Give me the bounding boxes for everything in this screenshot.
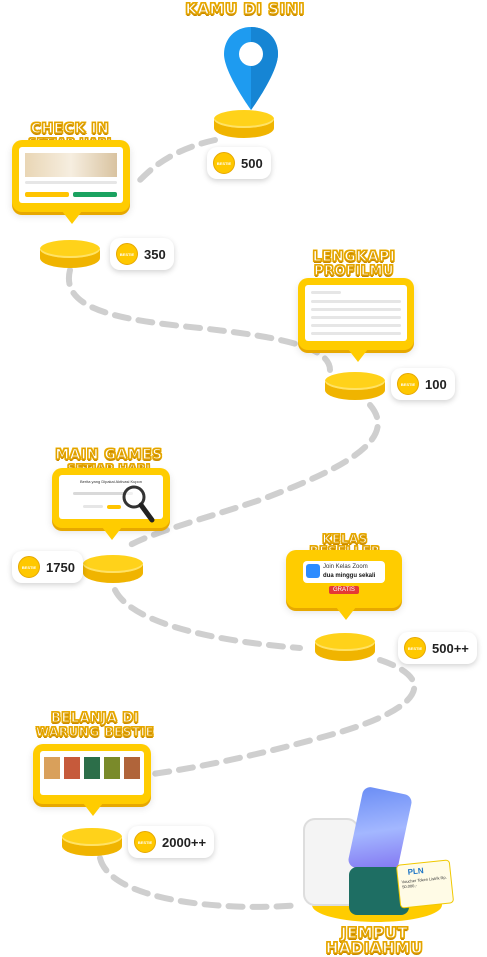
coin-icon: BESTIE [397,373,419,395]
profile-coin-platform [325,372,385,400]
reseller-card: Join Kelas Zoom dua minggu sekali GRATIS [286,550,402,620]
reseller-points-badge: BESTIE 500++ [398,632,477,664]
checkin-preview [19,147,123,203]
games-card: Berita yang Dipakai Aktivasi Kupon [52,468,170,540]
location-pin-icon [224,27,278,110]
checkin-card [12,140,130,224]
checkin-banner-image [25,153,117,177]
coin-icon: BESTIE [18,556,40,578]
coin-icon: BESTIE [213,152,235,174]
reseller-coin-platform [315,633,375,661]
zoom-logo-icon [306,564,320,578]
start-title: KAMU DI SINI [185,0,305,18]
games-coin-platform [83,555,143,583]
games-prompt: Berita yang Dipakai Aktivasi Kupon [79,479,143,484]
profile-card [298,278,414,362]
zoom-preview: Join Kelas Zoom dua minggu sekali GRATIS [293,557,395,599]
games-points-badge: BESTIE 1750 [12,551,83,583]
profile-points-badge: BESTIE 100 [391,368,455,400]
pln-logo-text: PLN [407,866,425,877]
start-coin-platform [214,110,274,138]
checkin-points-badge: BESTIE 350 [110,238,174,270]
shop-preview [40,751,144,795]
zoom-line2: dua minggu sekali [323,573,376,579]
gratis-badge: GRATIS [329,586,359,594]
coin-icon: BESTIE [404,637,426,659]
coin-icon: BESTIE [116,243,138,265]
checkin-coin-platform [40,240,100,268]
zoom-info-box: Join Kelas Zoom dua minggu sekali [303,561,385,583]
zoom-line1: Join Kelas Zoom [323,564,368,570]
magnifier-icon [122,485,155,523]
profile-form-preview [305,285,407,341]
shop-points-badge: BESTIE 2000++ [128,826,215,858]
start-points-badge: BESTIE 500 [207,147,271,179]
pln-voucher-text: Voucher Token Listrik Rp. 50.000,- [401,874,447,890]
coin-icon: BESTIE [134,831,156,853]
shop-coin-platform [62,828,122,856]
shop-card [33,744,151,816]
prize-title: JEMPUT HADIAHMU [325,924,424,957]
pln-voucher: PLN Voucher Token Listrik Rp. 50.000,- [395,859,455,909]
